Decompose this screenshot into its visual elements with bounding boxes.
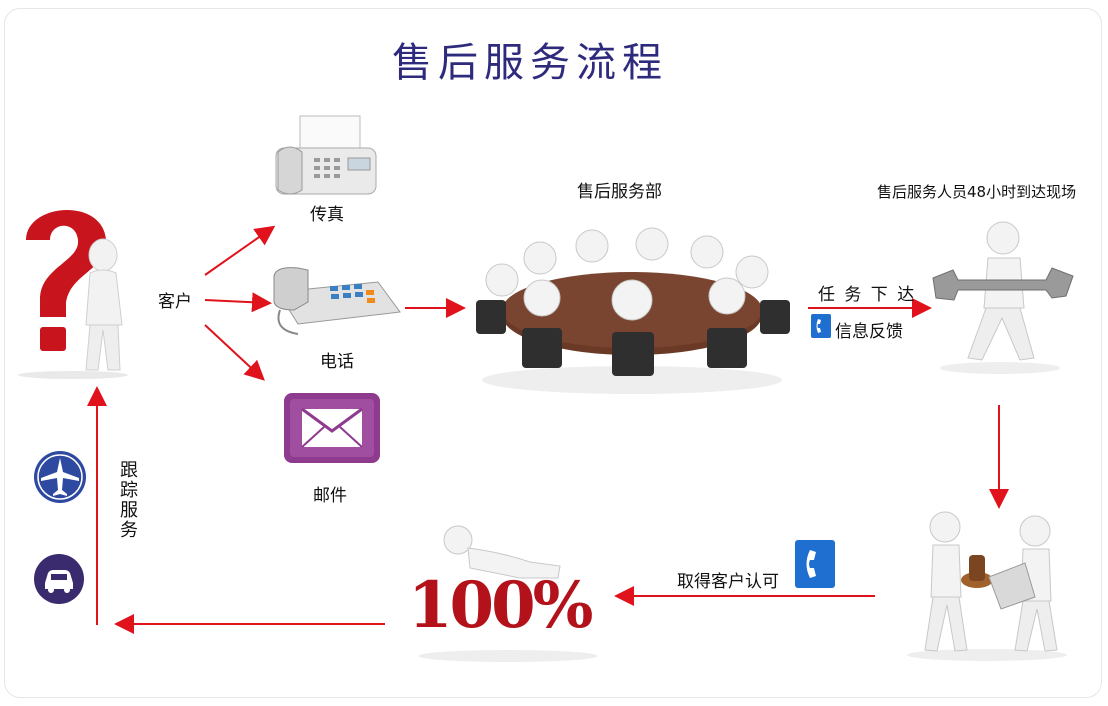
question-mark-figure-icon	[18, 209, 128, 379]
service-dept-label: 售后服务部	[577, 182, 662, 202]
customer-label: 客户	[158, 292, 192, 312]
phone-badge-icon	[795, 540, 835, 588]
tracking-label: 跟踪服务	[117, 460, 138, 540]
airplane-icon	[34, 451, 86, 503]
task-assign-label: 任 务 下 达	[818, 285, 917, 305]
percent-figure-icon	[418, 525, 598, 662]
info-feedback-label: 信息反馈	[835, 322, 903, 342]
staff-onsite-label: 售后服务人员48小时到达现场	[877, 183, 1077, 201]
fax-icon	[275, 115, 377, 195]
car-icon	[34, 554, 84, 604]
meeting-table-icon	[476, 227, 790, 394]
page-title: 售后服务流程	[392, 40, 668, 86]
arrow-customer-to-email	[204, 324, 265, 381]
diagram-frame	[4, 8, 1102, 698]
handshake-stamp-icon	[907, 511, 1067, 661]
email-label: 邮件	[313, 486, 347, 506]
fax-label: 传真	[310, 205, 344, 225]
email-icon	[284, 393, 380, 463]
phone-badge-icon	[811, 314, 831, 338]
telephone-icon	[273, 267, 401, 335]
arrow-customer-to-fax	[204, 225, 276, 276]
phone-label: 电话	[320, 352, 354, 372]
arrow-customer-to-phone	[204, 292, 272, 313]
customer-approval-label: 取得客户认可	[677, 572, 779, 592]
wrench-figure-icon	[932, 221, 1074, 374]
percent-label: 100%	[408, 568, 593, 643]
